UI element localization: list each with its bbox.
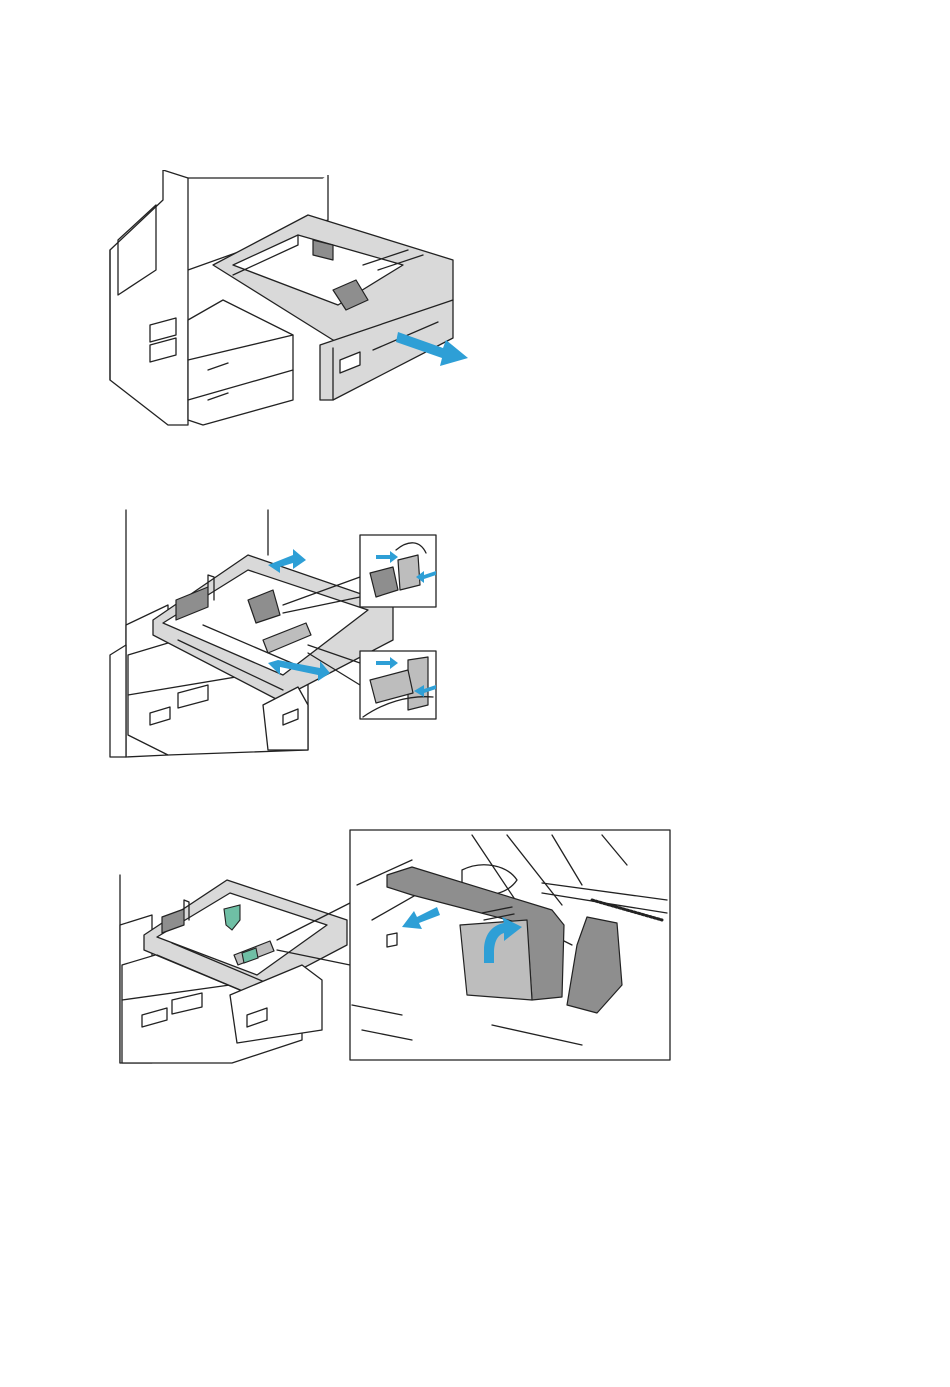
paper-guide-icon	[108, 505, 448, 760]
printer-icon	[108, 170, 478, 435]
figure-adjust-width-guides	[108, 505, 448, 760]
figure-pull-out-tray	[108, 170, 478, 435]
length-guide-icon	[112, 825, 677, 1065]
detail-inset	[350, 830, 670, 1060]
figure-adjust-length-guide	[112, 825, 677, 1065]
